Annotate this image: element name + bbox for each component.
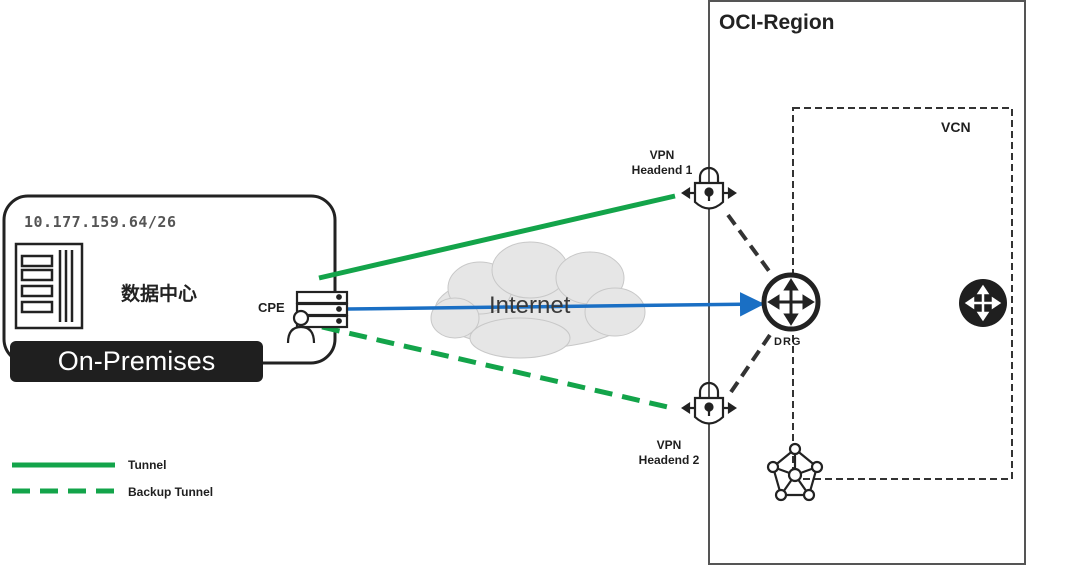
internet-cloud — [430, 241, 646, 359]
network-mesh-icon — [766, 442, 824, 502]
legend-backup-tunnel-label: Backup Tunnel — [128, 485, 214, 499]
backup-tunnel-line — [321, 324, 673, 411]
internet-arrow — [347, 292, 765, 317]
headend1-label-line1: VPN — [649, 148, 675, 162]
headend1-label: VPN Headend 1 — [617, 148, 707, 178]
headend2-label: VPN Headend 2 — [624, 438, 714, 468]
cidr-label: 10.177.159.64/26 — [24, 213, 177, 231]
drg-label: DRG — [774, 336, 802, 348]
headend2-label-line2: Headend 2 — [638, 453, 700, 467]
headend1-drg-link — [726, 213, 774, 277]
vpn-lock-icon — [681, 166, 737, 210]
headend2-drg-link — [729, 330, 774, 394]
vcn-label: VCN — [941, 119, 971, 135]
region-title: OCI-Region — [719, 11, 835, 34]
datacenter-label: 数据中心 — [121, 284, 198, 305]
drg-router-icon — [761, 272, 821, 332]
cpe-router-user-icon — [286, 290, 349, 344]
tunnel-line — [318, 193, 676, 281]
headend2-label-line1: VPN — [656, 438, 682, 452]
server-rack-icon — [14, 242, 84, 330]
internet-label: Internet — [489, 292, 571, 319]
oci-region-box — [708, 0, 1026, 565]
cpe-label: CPE — [258, 300, 285, 315]
headend1-label-line2: Headend 1 — [631, 163, 693, 177]
vcn-router-icon — [959, 279, 1007, 327]
legend-tunnel-label: Tunnel — [128, 458, 167, 472]
on-premises-banner: On-Premises — [10, 341, 263, 382]
vpn-lock-icon — [681, 381, 737, 425]
